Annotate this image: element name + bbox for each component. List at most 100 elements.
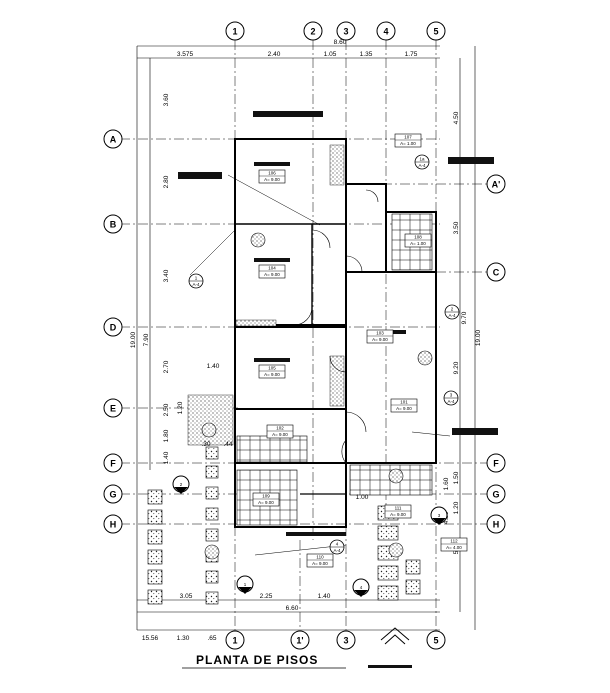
room-code: 111 xyxy=(395,506,402,511)
dim-left-total: 7.90 xyxy=(143,333,150,346)
dim-overall-top: 8.60 xyxy=(334,39,347,46)
elevation-number: 4 xyxy=(360,585,363,590)
dim-misc: 1.40 xyxy=(207,363,220,370)
grid-bubble-bottom xyxy=(290,630,310,650)
grid-bubble-top xyxy=(376,21,396,41)
room-area: A= 9.00 xyxy=(396,406,412,411)
section-sheet: A-4 xyxy=(448,313,456,318)
grid-bubble-right xyxy=(486,514,506,534)
elevation-marker-arrow xyxy=(238,587,252,594)
dim-overall-right: 19.00 xyxy=(475,329,482,346)
dim-right: 9.20 xyxy=(453,361,460,374)
dim-right-mid: 9.70 xyxy=(461,311,468,324)
grid-bubble-left xyxy=(103,514,123,534)
grid-bubble-label: D xyxy=(110,323,117,333)
dim-right: 3.50 xyxy=(453,221,460,234)
room-code: 102 xyxy=(276,426,284,431)
grid-bubble-left xyxy=(103,398,123,418)
grid-bubble-left xyxy=(103,214,123,234)
dim-left: 2.80 xyxy=(163,175,170,188)
dim-overall-left: 19.00 xyxy=(130,331,137,348)
grid-bubble-bottom xyxy=(225,630,245,650)
section-sheet: A-4 xyxy=(447,399,455,404)
dim-left: 2.50 xyxy=(163,403,170,416)
dim-top: 1.75 xyxy=(405,51,418,58)
dimension-lines xyxy=(136,45,476,631)
room-code: 105 xyxy=(268,366,276,371)
room-tag-box xyxy=(258,364,286,379)
room-area: A= 9.00 xyxy=(372,337,388,342)
dim-bottom: 1.40 xyxy=(318,593,331,600)
dim-top: 1.35 xyxy=(360,51,373,58)
dim-right: 1.50 xyxy=(453,471,460,484)
elevation-marker-arrow xyxy=(354,590,368,597)
room-area: A= 9.00 xyxy=(264,272,280,277)
grid-bubble-label: 2 xyxy=(310,27,315,37)
elevation-number: 2 xyxy=(180,482,183,487)
grid-bubble-left xyxy=(103,484,123,504)
room-area: A= 9.00 xyxy=(390,512,406,517)
door-swings xyxy=(293,189,379,464)
grid-bubble-label: B xyxy=(110,220,117,230)
grid-bubble-label: 1' xyxy=(296,636,303,646)
grid-bubble-label: H xyxy=(110,520,117,530)
room-tag-box xyxy=(394,133,422,148)
section-number: 2 xyxy=(451,307,454,312)
room-tag-box xyxy=(390,398,418,413)
dim-right: 4.50 xyxy=(453,111,460,124)
grid-bubble-label: 5 xyxy=(433,636,438,646)
room-area: A= 4.00 xyxy=(446,545,462,550)
section-number: 4 xyxy=(336,542,339,547)
dim-misc: 1.20 xyxy=(177,401,184,414)
room-area: A= 1.00 xyxy=(410,241,426,246)
grid-bubble-left xyxy=(103,129,123,149)
room-area: A= 9.00 xyxy=(272,432,288,437)
section-number: 1 xyxy=(195,276,198,281)
dim-right: 1.20 xyxy=(453,501,460,514)
grid-bubble-right xyxy=(486,453,506,473)
elevation-number: 1 xyxy=(244,582,247,587)
elevation-marker-arrow xyxy=(432,518,446,525)
dim-misc: 1.60 xyxy=(443,477,450,490)
drawing-title: PLANTA DE PISOS xyxy=(196,653,318,667)
room-code: 101 xyxy=(400,400,408,405)
dim-top: 2.40 xyxy=(268,51,281,58)
room-code: 112 xyxy=(450,539,458,544)
grid-row-lines xyxy=(120,138,496,525)
dim-very-bottom: 1.30 xyxy=(177,635,190,642)
room-tag-box xyxy=(252,492,280,507)
dim-top: 1.05 xyxy=(324,51,337,58)
grid-bubble-left xyxy=(103,317,123,337)
dim-bottom-total: 6.60 xyxy=(286,605,299,612)
dim-left: 2.70 xyxy=(163,360,170,373)
dim-bottom: 2.25 xyxy=(260,593,273,600)
grid-bubble-label: 1 xyxy=(232,636,237,646)
grid-bubble-right xyxy=(486,262,506,282)
grid-bubble-left xyxy=(103,453,123,473)
grid-bubble-label: C xyxy=(493,268,500,278)
grid-bubble-top xyxy=(336,21,356,41)
room-tag-box xyxy=(366,329,394,344)
dim-bottom: 3.05 xyxy=(180,593,193,600)
elevation-marker-arrow xyxy=(174,487,188,494)
planter-symbols xyxy=(201,232,433,560)
stepping-stones-left xyxy=(147,446,219,605)
grid-bubble-label: G xyxy=(492,490,499,500)
room-area: A= 9.00 xyxy=(258,500,274,505)
dim-left: 3.60 xyxy=(163,93,170,106)
room-area: A= 9.00 xyxy=(264,177,280,182)
grid-bubble-label: 5 xyxy=(433,27,438,37)
dim-very-bottom: 15.56 xyxy=(142,635,159,642)
section-sheet: A-4 xyxy=(418,163,426,168)
room-area: A= 1.00 xyxy=(400,141,416,146)
dim-left: 3.40 xyxy=(163,269,170,282)
grid-bubble-label: 4 xyxy=(383,27,388,37)
grid-bubble-label: H xyxy=(493,520,500,530)
room-code: 103 xyxy=(376,331,384,336)
